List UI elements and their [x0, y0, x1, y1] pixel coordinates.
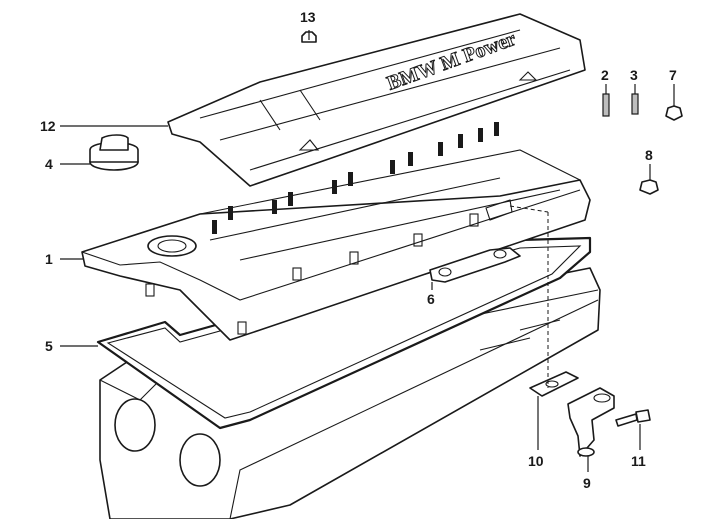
gasket-6 — [429, 247, 521, 283]
cover-gasket — [96, 236, 592, 430]
callout-4: 4 — [45, 156, 53, 172]
engine-cover: BMW M Power — [167, 13, 586, 187]
valve-cover — [81, 122, 591, 341]
callout-10: 10 — [528, 453, 544, 469]
callout-1: 1 — [45, 251, 53, 267]
oil-filler-cap — [89, 134, 139, 171]
stud-2 — [602, 93, 610, 117]
nut-8 — [639, 179, 659, 195]
callout-7: 7 — [669, 67, 677, 83]
stud-3 — [631, 93, 639, 115]
breather-pipe-9 — [567, 387, 615, 457]
callout-13: 13 — [300, 9, 316, 25]
callout-8: 8 — [645, 147, 653, 163]
bolt-11 — [615, 409, 651, 427]
callout-12: 12 — [40, 118, 56, 134]
cylinder-head — [99, 267, 601, 519]
callout-3: 3 — [630, 67, 638, 83]
callout-9: 9 — [583, 475, 591, 491]
nut-7 — [665, 105, 683, 121]
callout-labels: 12 4 1 5 13 2 3 7 8 6 10 9 11 — [40, 9, 677, 491]
callout-2: 2 — [601, 67, 609, 83]
gasket-10 — [529, 371, 579, 397]
callout-6: 6 — [427, 291, 435, 307]
callout-11: 11 — [631, 453, 646, 469]
callout-5: 5 — [45, 338, 53, 354]
leader-lines — [60, 30, 675, 472]
